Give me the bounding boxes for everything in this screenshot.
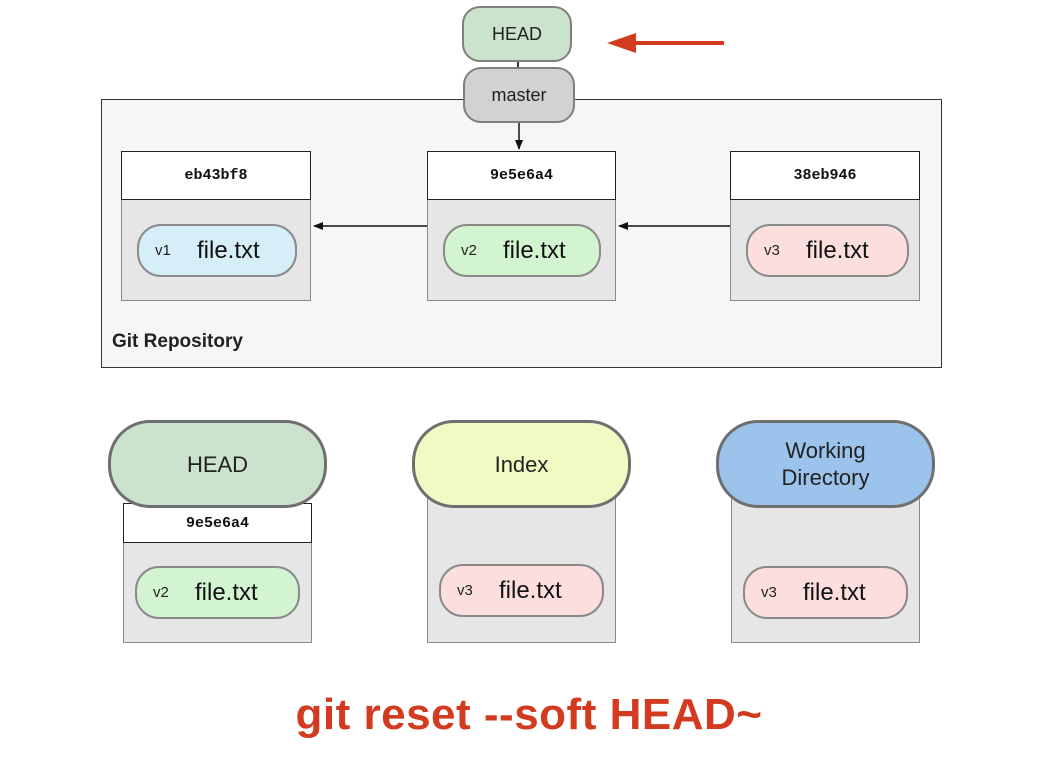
commit-hash-9e5e6a4: 9e5e6a4 — [427, 151, 616, 200]
file-pill-v3: v3 file.txt — [746, 224, 909, 277]
file-name: file.txt — [803, 578, 866, 606]
file-version: v2 — [461, 242, 477, 259]
commit-hash-38eb946: 38eb946 — [730, 151, 920, 200]
file-pill-v1: v1 file.txt — [137, 224, 297, 277]
file-version: v2 — [153, 584, 169, 601]
command-caption: git reset --soft HEAD~ — [295, 690, 763, 739]
file-name: file.txt — [499, 576, 562, 604]
working-directory-title-line2: Directory — [781, 465, 870, 490]
index-area-title: Index — [494, 451, 549, 477]
file-version: v3 — [457, 582, 473, 599]
file-version: v1 — [155, 242, 171, 259]
file-name: file.txt — [195, 578, 258, 606]
master-branch-ref: master — [463, 67, 575, 123]
working-directory-file-pill: v3 file.txt — [743, 566, 908, 619]
file-name: file.txt — [806, 236, 869, 264]
index-area-file-pill: v3 file.txt — [439, 564, 604, 617]
commit-hash-eb43bf8: eb43bf8 — [121, 151, 311, 200]
file-pill-v2: v2 file.txt — [443, 224, 601, 277]
repository-label: Git Repository — [112, 331, 243, 352]
file-version: v3 — [764, 242, 780, 259]
red-pointer-arrowhead — [607, 33, 636, 53]
index-area-header: Index — [412, 420, 631, 508]
head-area-hash: 9e5e6a4 — [123, 503, 312, 543]
head-area-header: HEAD — [108, 420, 327, 508]
file-version: v3 — [761, 584, 777, 601]
file-name: file.txt — [197, 236, 260, 264]
working-directory-area-header: Working Directory — [716, 420, 935, 508]
head-area-file-pill: v2 file.txt — [135, 566, 300, 619]
head-area-title: HEAD — [186, 451, 249, 477]
file-name: file.txt — [503, 236, 566, 264]
working-directory-title-line1: Working — [785, 438, 866, 463]
head-ref: HEAD — [462, 6, 572, 62]
